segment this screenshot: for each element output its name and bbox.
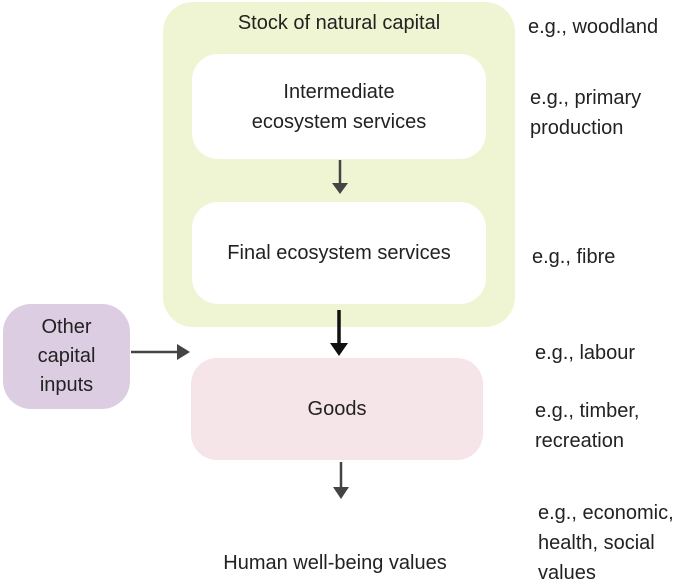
- intermediate-ecosystem-services-label: Intermediate ecosystem services: [251, 80, 427, 133]
- other-inputs-example: e.g., labour: [535, 342, 636, 364]
- natural-capital-stock-title: Stock of natural capital: [237, 12, 441, 34]
- final-ecosystem-services-label: Final ecosystem services: [227, 242, 451, 264]
- intermediate-example: e.g., primary production: [530, 87, 642, 139]
- natural-capital-stock-box: Stock of natural capital Intermediate ec…: [163, 2, 515, 327]
- arrow-goods-to-human-well-being: [333, 462, 349, 499]
- human-well-being-example: e.g., economic, health, social values: [538, 502, 674, 584]
- stock-example: e.g., woodland: [528, 16, 659, 38]
- intermediate-ecosystem-services-box: Intermediate ecosystem services: [192, 54, 486, 159]
- human-well-being-label: Human well-being values: [223, 552, 447, 574]
- goods-label: Goods: [307, 397, 367, 420]
- final-ecosystem-services-box: Final ecosystem services: [192, 202, 486, 304]
- other-capital-inputs-label: Other capital inputs: [37, 316, 96, 396]
- arrow-other-inputs-to-goods: [131, 344, 190, 360]
- goods-box: Goods: [191, 358, 483, 460]
- final-example: e.g., fibre: [532, 246, 616, 268]
- goods-example: e.g., timber, recreation: [535, 400, 640, 452]
- other-capital-inputs-box: Other capital inputs: [3, 304, 130, 409]
